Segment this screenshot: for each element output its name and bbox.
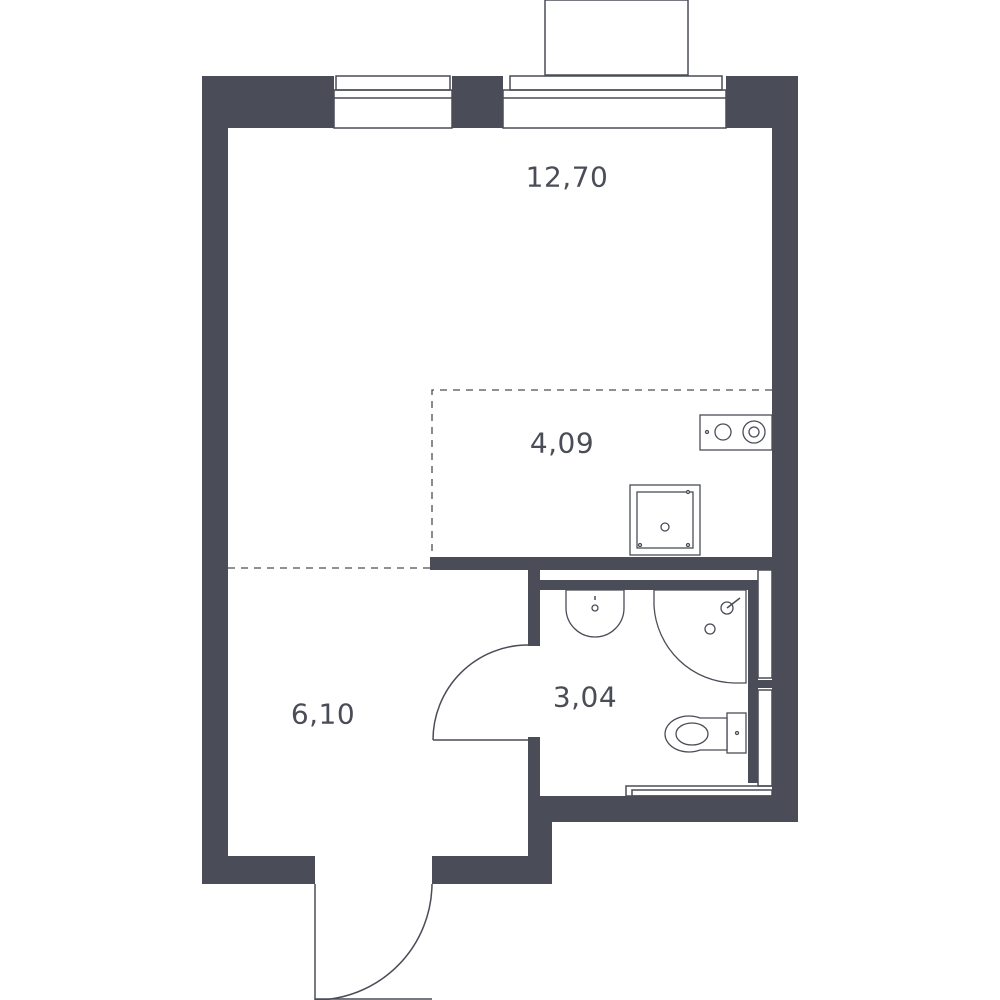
washbasin-icon [565, 589, 625, 638]
bathroom-area: 3,04 [552, 680, 618, 714]
balcony [544, 0, 689, 76]
toilet-icon [664, 712, 747, 754]
kitchen-area: 4,09 [529, 426, 595, 460]
living-room-area: 12,70 [525, 160, 609, 194]
hall-area: 6,10 [290, 697, 356, 731]
bathroom-vent [625, 785, 775, 797]
cooktop-icon [699, 414, 773, 451]
bathroom-vent-frame [631, 789, 773, 797]
bathroom-door[interactable] [432, 644, 529, 741]
window-left [333, 75, 453, 129]
entrance-door[interactable] [314, 883, 433, 1000]
window-right [502, 75, 727, 129]
kitchen-zone-divider [431, 389, 772, 557]
shaft-niche-lower [757, 689, 773, 787]
shaft-niche [757, 569, 773, 679]
shower-icon [653, 589, 747, 684]
sink-icon [629, 484, 701, 556]
walls [202, 76, 798, 884]
